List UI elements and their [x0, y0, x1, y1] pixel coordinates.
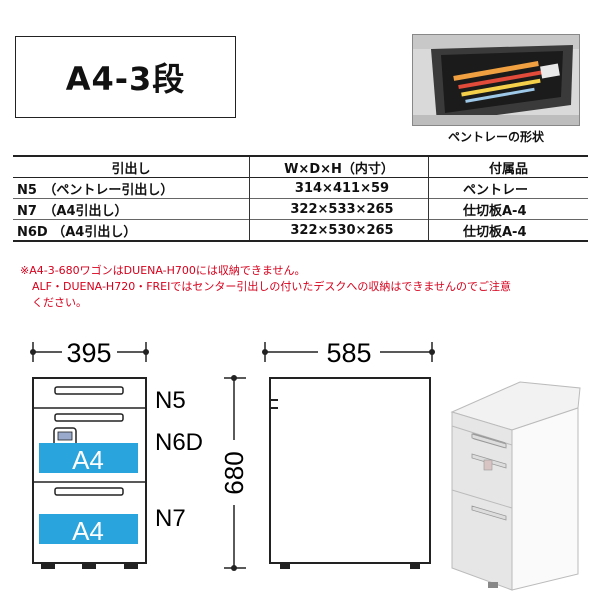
drawer-label-n5: N5 [155, 387, 186, 414]
front-view: A4 A4 [32, 377, 147, 569]
cell-accessory: 仕切板A-4 [428, 219, 588, 241]
note-line: ALF・DUENA-H720・FREIではセンター引出しの付いたデスクへの収納は… [32, 280, 512, 293]
a4-label: A4 [72, 516, 104, 546]
cell-drawer: N6D （A4引出し） [13, 219, 250, 241]
height-label: 680 [219, 451, 249, 494]
cell-drawer: N7 （A4引出し） [13, 198, 250, 220]
note-line: ※A4-3-680ワゴンはDUENA-H700には収納できません。 [20, 264, 306, 277]
depth-dimension: 585 [262, 338, 435, 368]
wagon-diagram: 395 A4 A4 N5 N6D N7 680 [30, 338, 581, 591]
drawer-label-n6d: N6D [155, 429, 203, 456]
cell-size: 314×411×59 [249, 177, 429, 199]
height-dimension: 680 [219, 375, 249, 571]
wagon-product-image [450, 381, 581, 591]
note-line: ください。 [32, 296, 87, 309]
table-row: N7 （A4引出し） 322×533×265 仕切板A-4 [13, 198, 588, 220]
cell-accessory: ペントレー [428, 177, 588, 199]
header-accessory: 付属品 [428, 156, 588, 178]
cell-drawer: N5 （ペントレー引出し） [13, 177, 250, 199]
cell-size: 322×530×265 [249, 219, 429, 241]
table-row: N5 （ペントレー引出し） 314×411×59 ペントレー [13, 177, 588, 199]
photo-caption: ペントレーの形状 [447, 130, 544, 144]
cell-size: 322×533×265 [249, 198, 429, 220]
title-box: A4-3段 [15, 36, 236, 118]
side-view [269, 377, 431, 569]
a4-tag [39, 443, 138, 473]
header-drawer: 引出し [13, 156, 250, 178]
drawer-label-n7: N7 [155, 505, 186, 532]
width-label: 395 [66, 338, 111, 368]
header-size: W×D×H（内寸） [249, 156, 429, 178]
spec-table: 引出し W×D×H（内寸） 付属品 N5 （ペントレー引出し） 314×411×… [13, 155, 588, 242]
table-row: N6D （A4引出し） 322×530×265 仕切板A-4 [13, 219, 588, 241]
table-header-row: 引出し W×D×H（内寸） 付属品 [13, 156, 588, 178]
pen-tray-photo [412, 34, 580, 126]
a4-tag [39, 514, 138, 544]
caution-note: ※A4-3-680ワゴンはDUENA-H700には収納できません。 ALF・DU… [20, 263, 595, 311]
a4-label: A4 [72, 445, 104, 475]
depth-label: 585 [326, 338, 371, 368]
page-title: A4-3段 [65, 60, 186, 98]
cell-accessory: 仕切板A-4 [428, 198, 588, 220]
width-dimension: 395 [30, 338, 149, 368]
